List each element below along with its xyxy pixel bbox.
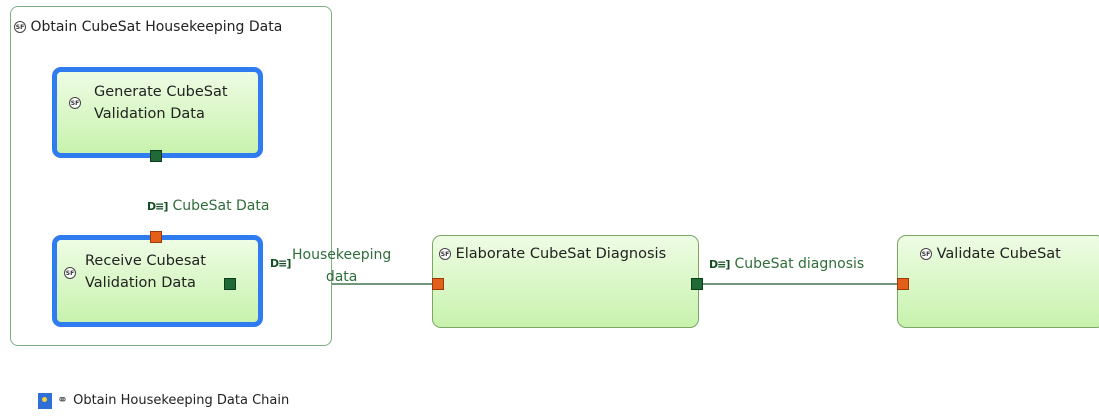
functional-exchange-icon: D≡] [147,200,168,213]
function-label-line1: Receive Cubesat [85,253,206,269]
sf-function-icon: SF [439,248,451,260]
sf-function-icon: SF [64,267,76,279]
function-validate-label: SF Validate CubeSat [920,243,1061,265]
input-port[interactable] [432,278,444,290]
sf-function-icon: SF [14,21,26,33]
exchange-cubesat-data[interactable]: D≡] CubeSat Data [147,195,269,214]
function-receive-label: Receive Cubesat Validation Data [85,250,206,294]
exchange-cubesat-diagnosis[interactable]: D≡] CubeSat diagnosis [709,253,864,272]
function-generate-label: Generate CubeSat Validation Data [94,81,228,125]
function-validate-cubesat[interactable]: SF Validate CubeSat [897,235,1099,328]
input-port[interactable] [150,231,162,243]
exchange-label: CubeSat diagnosis [734,256,865,272]
output-port[interactable] [150,150,162,162]
exchange-label-line2: data [325,269,358,285]
function-label: Elaborate CubeSat Diagnosis [455,246,667,262]
exchange-label: CubeSat Data [172,198,270,214]
functional-exchange-icon: D≡] [270,257,291,270]
function-label-line2: Validation Data [94,106,205,122]
container-function-label: Obtain CubeSat Housekeeping Data [30,19,283,35]
function-label: Validate CubeSat [936,246,1061,262]
function-elaborate-diagnosis[interactable]: SF Elaborate CubeSat Diagnosis [432,235,699,328]
functional-chain-label: Obtain Housekeeping Data Chain [73,393,290,408]
exchange-label-housekeeping[interactable]: Housekeeping data [292,244,391,288]
sf-function-icon: SF [69,97,81,109]
output-port[interactable] [224,278,236,290]
function-receive-validation-data[interactable]: SF Receive Cubesat Validation Data [52,235,263,327]
functional-chain-icon [38,392,52,409]
exchange-label-line1: Housekeeping [292,247,392,263]
function-label-line1: Generate CubeSat [94,84,228,100]
output-port[interactable] [691,278,703,290]
sf-function-icon: SF [920,248,932,260]
container-function-title: SF Obtain CubeSat Housekeeping Data [14,19,282,35]
input-port[interactable] [897,278,909,290]
functional-chain[interactable]: ⚭ Obtain Housekeeping Data Chain [38,390,289,409]
function-generate-validation-data[interactable]: SF Generate CubeSat Validation Data [52,67,263,158]
function-label-line2: Validation Data [85,275,196,291]
functional-exchange-icon: D≡] [709,258,730,271]
function-elaborate-label: SF Elaborate CubeSat Diagnosis [439,243,666,265]
chain-link-icon: ⚭ [57,393,68,408]
